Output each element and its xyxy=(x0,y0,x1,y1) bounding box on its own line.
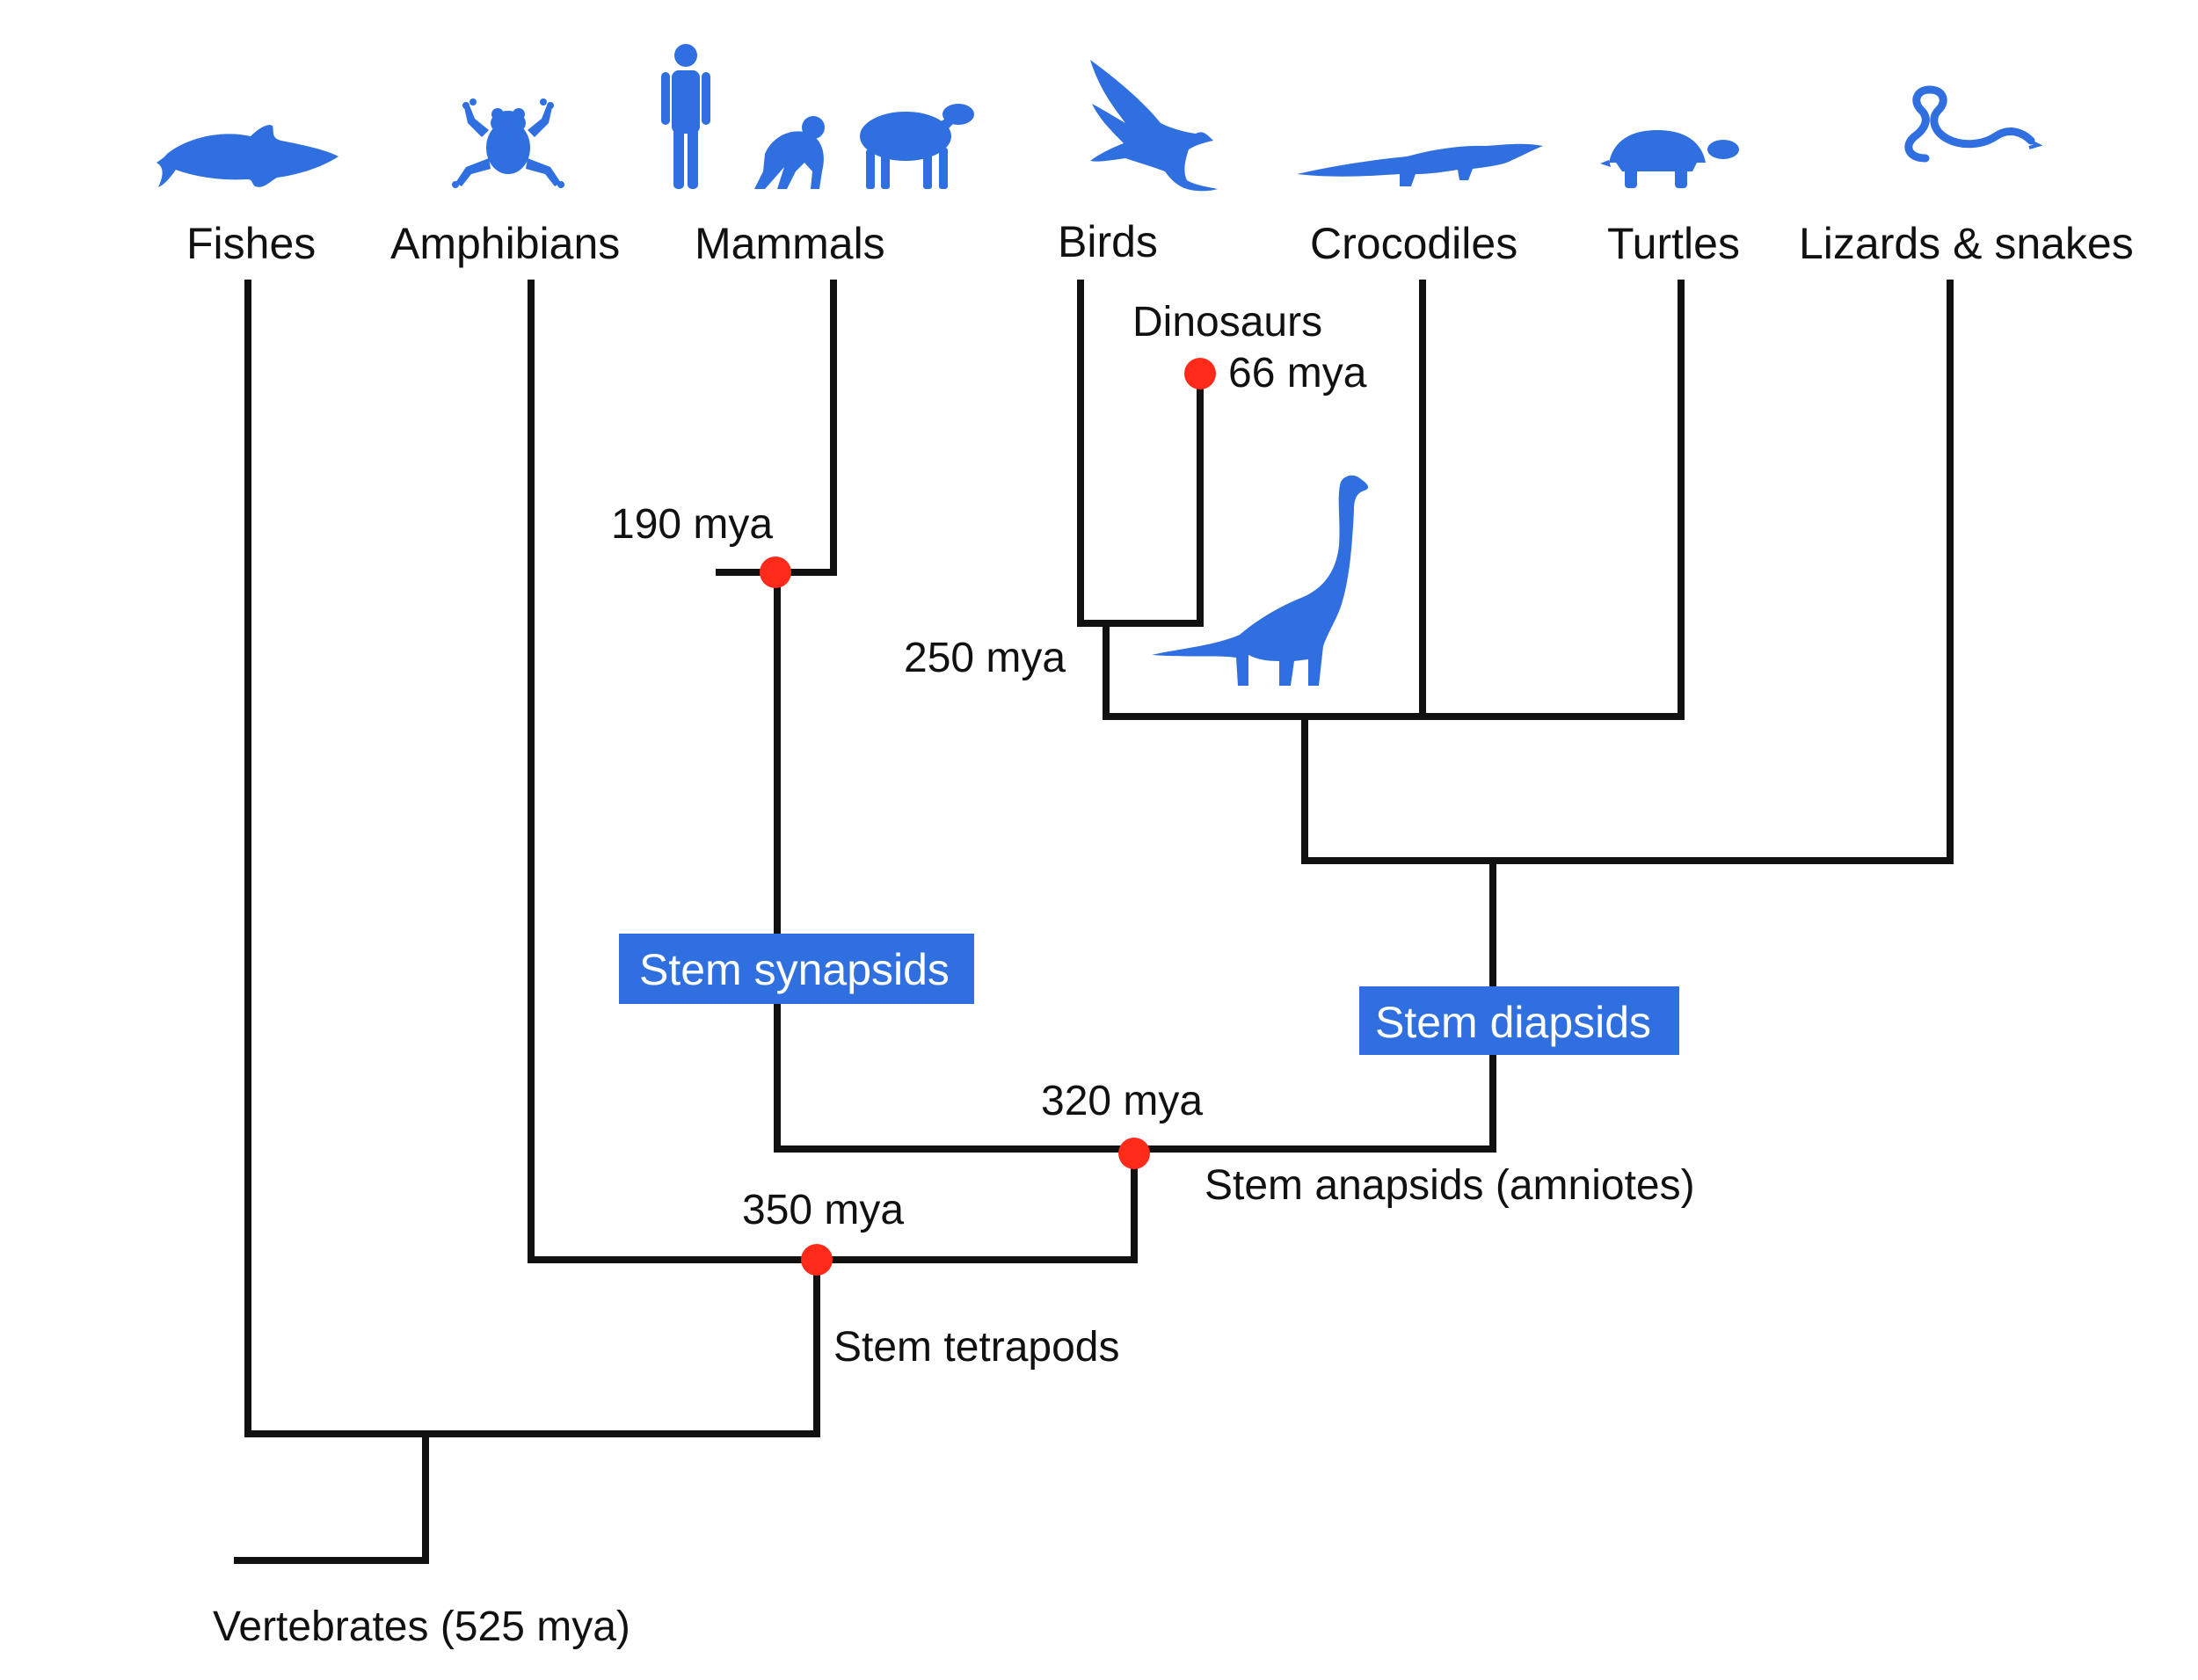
branch-mammal-node xyxy=(716,280,837,576)
tree-branches xyxy=(234,280,1954,1564)
label-dinosaurs: Dinosaurs xyxy=(1132,299,1322,345)
label-190-mya: 190 mya xyxy=(611,501,773,548)
human-icon xyxy=(661,44,710,189)
taxon-amphibians: Amphibians xyxy=(390,219,620,268)
fish-icon xyxy=(156,125,338,187)
branch-root xyxy=(234,1430,429,1564)
frog-icon xyxy=(452,98,564,188)
node-amniotes xyxy=(1118,1138,1150,1169)
label-vertebrates: Vertebrates (525 mya) xyxy=(213,1604,630,1650)
stem-synapsids-label: Stem synapsids xyxy=(639,945,950,994)
taxon-lizards-snakes: Lizards & snakes xyxy=(1799,219,2134,268)
turtle-icon xyxy=(1600,130,1739,188)
stem-diapsids-label: Stem diapsids xyxy=(1375,998,1651,1047)
chimpanzee-icon xyxy=(754,116,825,189)
label-350-mya: 350 mya xyxy=(742,1187,904,1233)
stem-synapsids-box xyxy=(619,934,974,1004)
label-66-mya: 66 mya xyxy=(1228,350,1367,396)
taxon-turtles: Turtles xyxy=(1607,219,1740,268)
taxon-birds: Birds xyxy=(1058,217,1158,266)
node-mammals xyxy=(760,556,791,588)
node-dinosaurs-extinction xyxy=(1184,358,1216,389)
taxon-crocodiles: Crocodiles xyxy=(1310,219,1517,268)
node-dots xyxy=(760,358,1216,1276)
label-stem-anapsids: Stem anapsids (amniotes) xyxy=(1205,1162,1695,1209)
taxon-fishes: Fishes xyxy=(186,219,316,268)
label-stem-tetrapods: Stem tetrapods xyxy=(833,1324,1120,1371)
sauropod-icon xyxy=(1152,475,1369,686)
label-250-mya: 250 mya xyxy=(904,635,1066,681)
eagle-icon xyxy=(1090,60,1218,192)
sheep-icon xyxy=(860,104,974,189)
crocodile-icon xyxy=(1297,143,1543,186)
node-tetrapods xyxy=(801,1244,833,1276)
stem-diapsids-box xyxy=(1359,986,1679,1055)
taxon-mammals: Mammals xyxy=(695,219,885,268)
label-320-mya: 320 mya xyxy=(1041,1078,1203,1124)
snake-icon xyxy=(1904,85,2043,163)
